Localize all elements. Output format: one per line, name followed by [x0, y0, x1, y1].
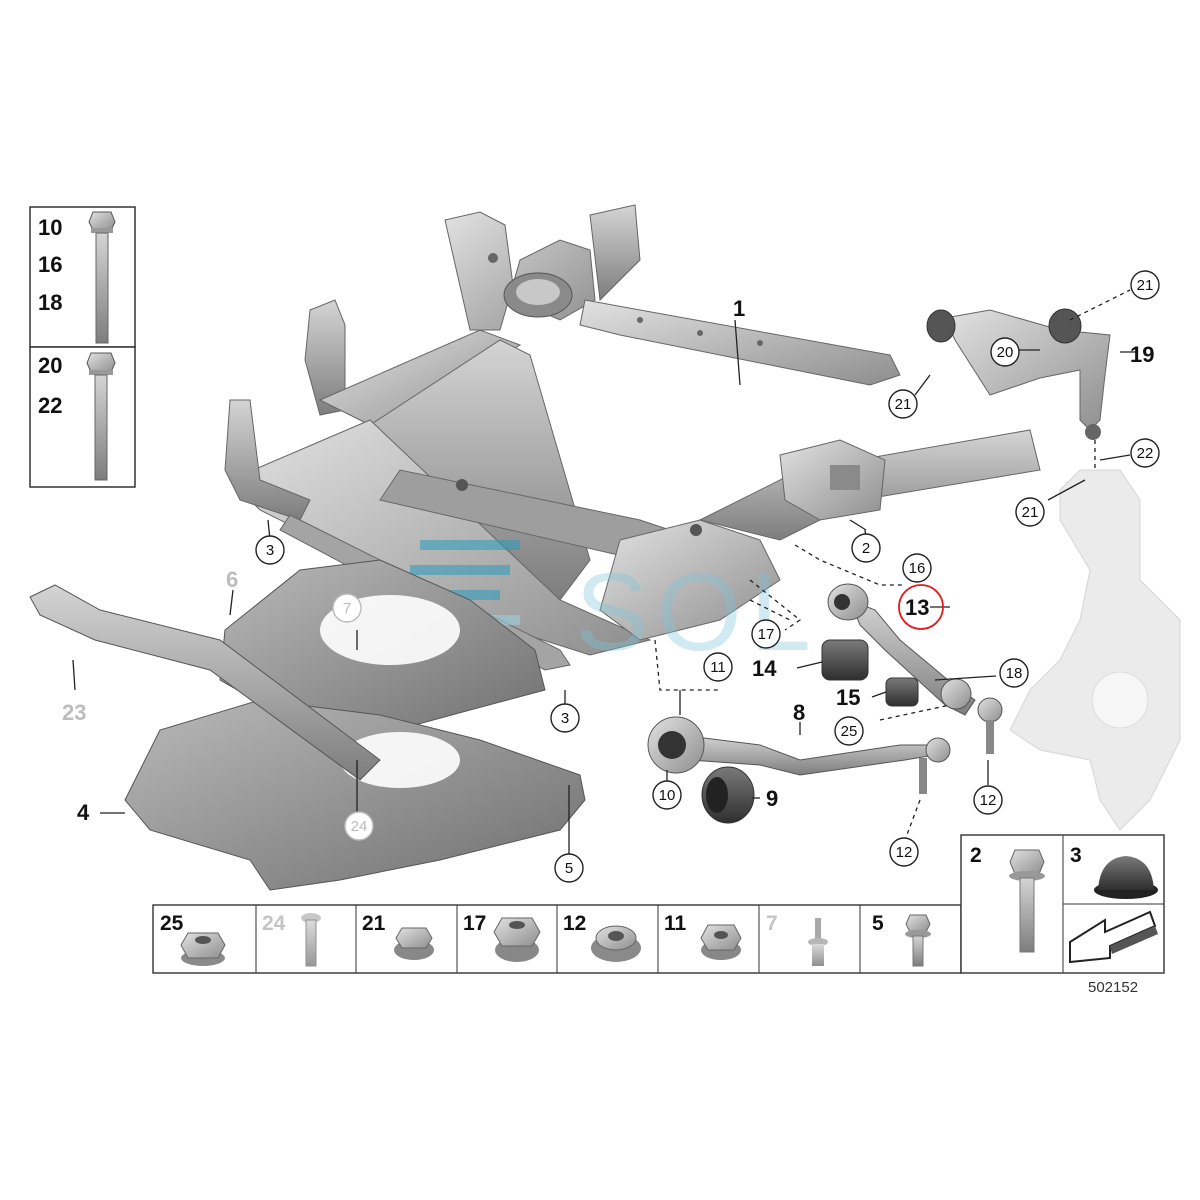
circled-label: 18: [1006, 665, 1023, 682]
leader-lines: [72, 289, 1138, 855]
part-cell-label: 3: [1070, 844, 1082, 867]
circled-label: 22: [1137, 445, 1154, 462]
part-cell-label: 5: [872, 912, 884, 935]
circled-label: 12: [980, 792, 997, 809]
rubber-cap-icon: [1094, 856, 1158, 899]
highlight-ring: [898, 584, 944, 630]
fastener-parts-side: 2 3: [960, 834, 1165, 974]
circled-label: 21: [895, 396, 912, 413]
diagram-id: 502152: [1088, 979, 1138, 996]
bolt-box-label: 20: [38, 353, 62, 378]
flange-nut-icon: [180, 932, 226, 966]
steering-knuckle: [1009, 469, 1181, 831]
callout-8: 8: [793, 700, 805, 725]
part-cell-label: 2: [970, 844, 982, 867]
part-cell-label: 12: [563, 912, 586, 935]
collar-nut-icon: [493, 917, 541, 962]
circled-label: 16: [909, 560, 926, 577]
bolt-icon: [1009, 849, 1045, 953]
rivet-icon: [808, 918, 828, 966]
tension-strut: [647, 716, 951, 794]
direction-arrow-icon: [1069, 910, 1158, 964]
circled-label: 2: [862, 540, 870, 557]
bolt-box-top: 10 16 18: [29, 206, 136, 348]
underbody-trim-bar: [29, 584, 381, 781]
toothed-nut-icon: [591, 925, 641, 962]
circled-label: 3: [561, 710, 569, 727]
part-cell-label: 11: [664, 912, 687, 935]
callout-1: 1: [733, 296, 745, 321]
bolt-box-bottom: 20 22: [29, 346, 136, 488]
fastener-parts-row: 25 24 21 17 12 11 7 5: [152, 904, 962, 974]
circled-label: 21: [1022, 504, 1039, 521]
circled-label: 5: [565, 860, 573, 877]
circled-label: 10: [659, 787, 676, 804]
long-bolt-icon: [88, 211, 116, 344]
watermark-text: SOL: [575, 551, 819, 674]
bolt-box-label: 10: [38, 215, 62, 240]
circled-label: 20: [997, 344, 1014, 361]
bolt-icon: [905, 914, 931, 967]
nut-icon: [394, 927, 434, 960]
callout-15: 15: [836, 685, 860, 710]
bushing-14: [821, 639, 869, 681]
circled-label: 17: [758, 626, 775, 643]
circled-callouts: [255, 270, 1160, 883]
bolt-box-label: 18: [38, 290, 62, 315]
callout-4: 4: [77, 800, 90, 825]
circled-label: 7: [343, 600, 351, 617]
part-cell-label: 17: [463, 912, 486, 935]
upper-wishbone: [926, 308, 1111, 440]
bushing-15: [885, 677, 919, 707]
circled-label: 24: [351, 818, 368, 835]
callout-9: 9: [766, 786, 778, 811]
lower-underbody-panel: [124, 699, 586, 891]
bolt-box-label: 16: [38, 252, 62, 277]
screw-icon: [301, 913, 321, 967]
callout-19: 19: [1130, 342, 1154, 367]
callout-14: 14: [752, 656, 777, 681]
bolt-box-label: 22: [38, 393, 62, 418]
bushing-9: [701, 766, 755, 824]
callout-13-highlighted: 13: [905, 595, 929, 620]
part-cell-label: 24: [262, 912, 286, 935]
part-cell-label: 7: [766, 912, 778, 935]
bolt-icon: [86, 352, 116, 481]
circled-label: 12: [896, 844, 913, 861]
circled-label: 3: [266, 542, 274, 559]
circled-label: 11: [710, 659, 726, 676]
nut-icon: [700, 924, 742, 960]
circled-label: 25: [841, 723, 858, 740]
part-cell-label: 21: [362, 912, 386, 935]
circled-label: 21: [1137, 277, 1154, 294]
callout-6: 6: [226, 567, 238, 592]
part-cell-label: 25: [160, 912, 184, 935]
callout-23: 23: [62, 700, 86, 725]
